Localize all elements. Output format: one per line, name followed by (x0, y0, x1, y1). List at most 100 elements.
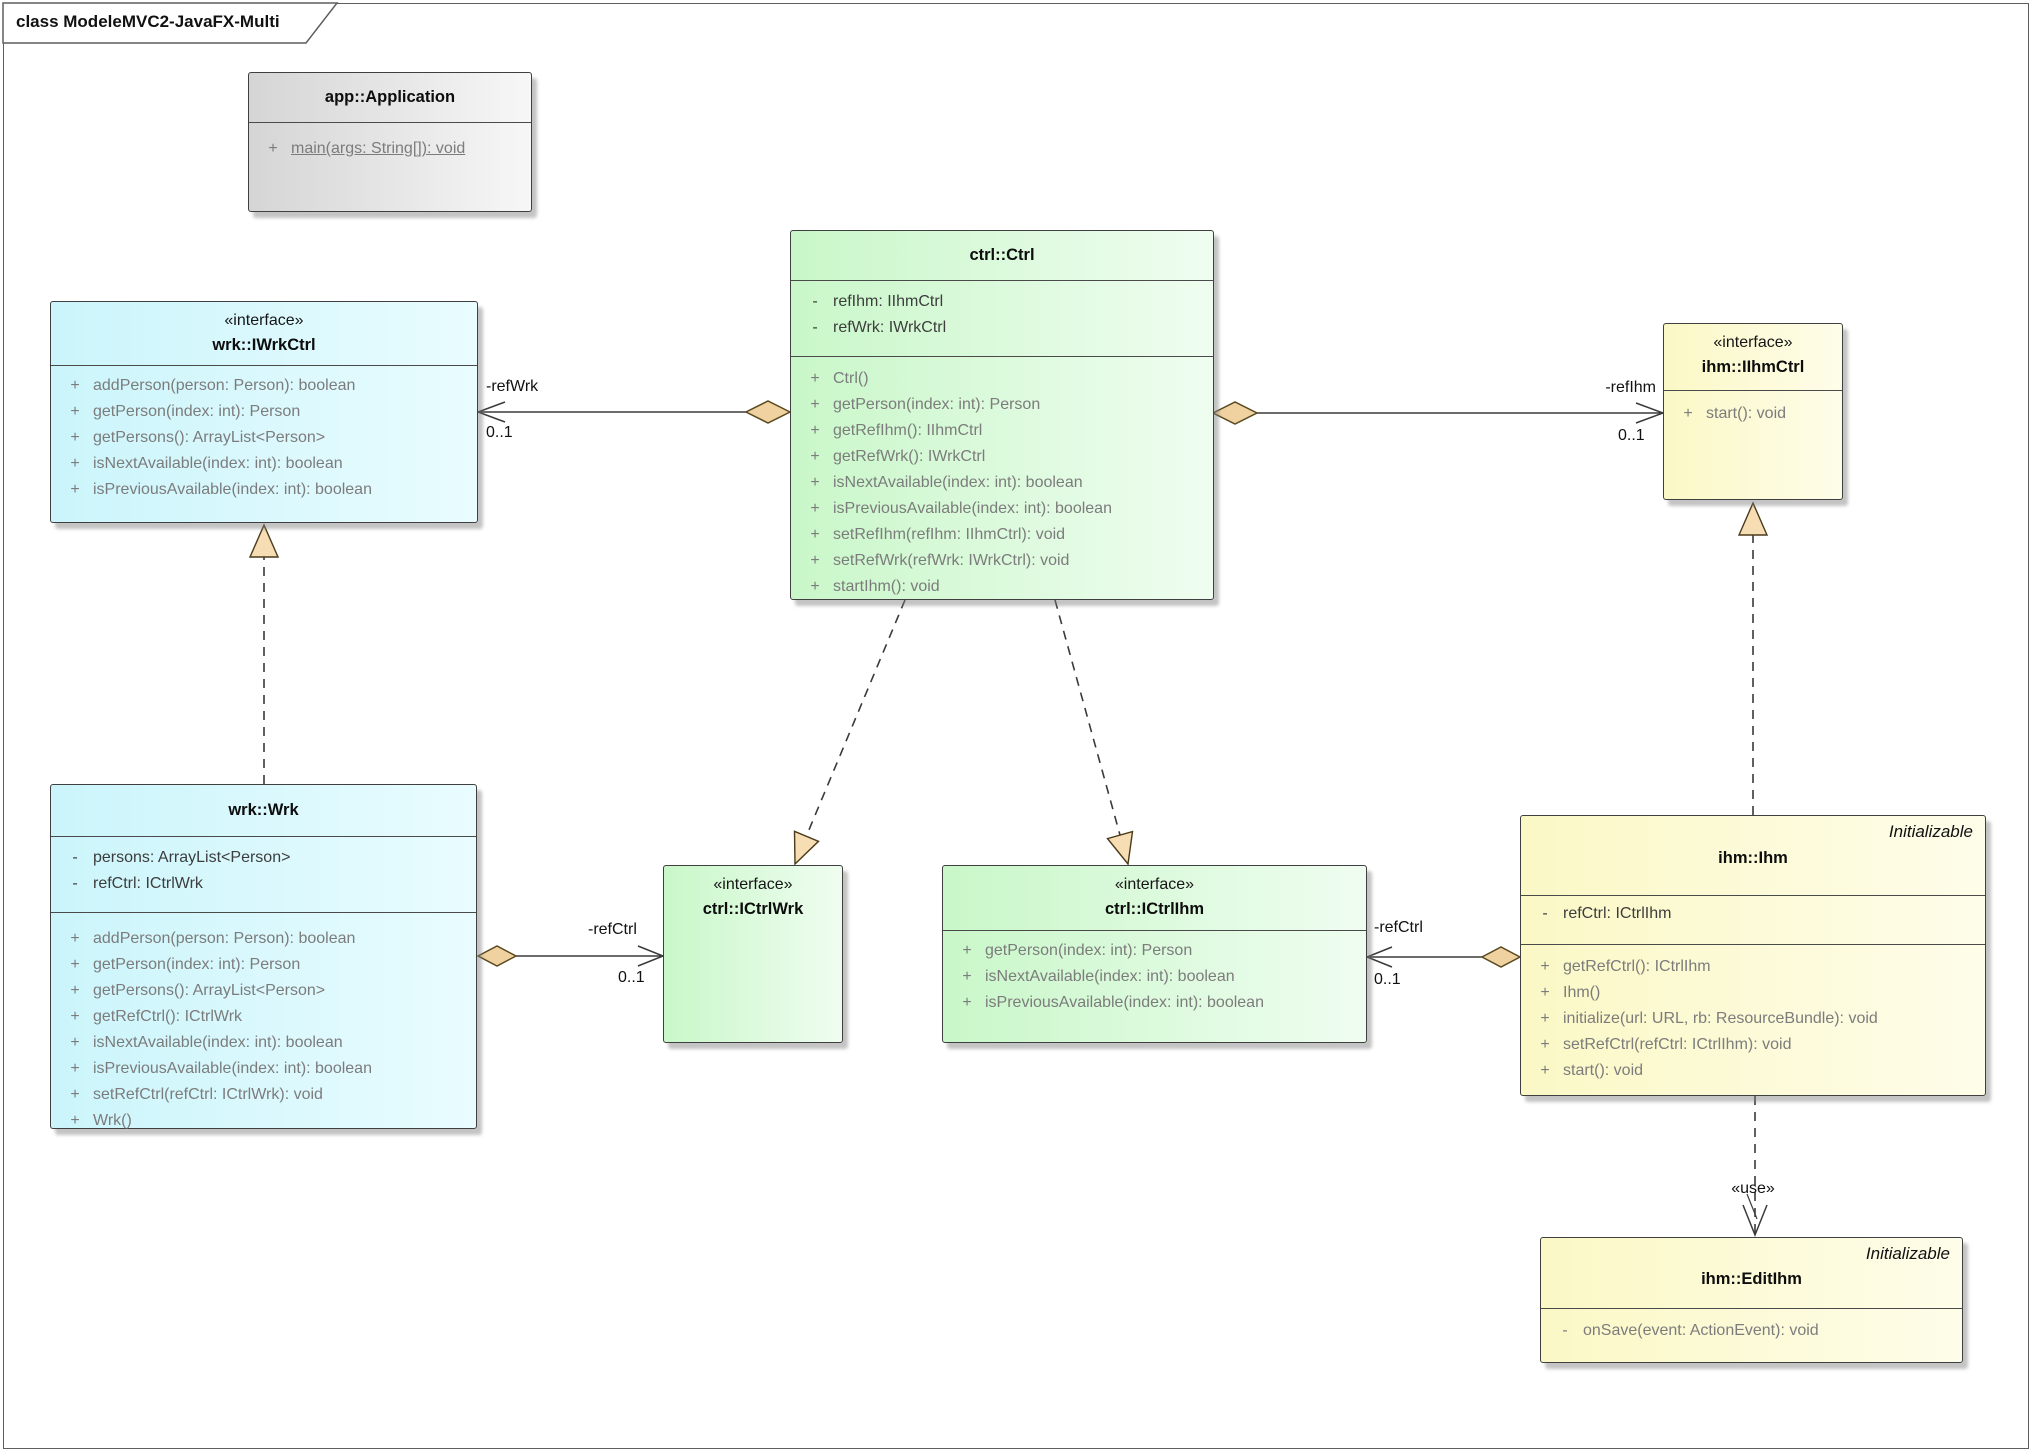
member-text: getPerson(index: int): Person (985, 942, 1193, 959)
member-row: +isNextAvailable(index: int): boolean (51, 451, 477, 477)
member-row: +addPerson(person: Person): boolean (51, 926, 476, 952)
member-row: -refCtrl: ICtrlWrk (51, 871, 476, 897)
member-text: Ihm() (1563, 984, 1601, 1001)
member-text: refIhm: IIhmCtrl (833, 293, 944, 310)
member-row: -onSave(event: ActionEvent): void (1541, 1318, 1962, 1344)
member-row: +isPreviousAvailable(index: int): boolea… (943, 990, 1366, 1016)
member-row: +getPersons(): ArrayList<Person> (51, 425, 477, 451)
visibility-symbol: + (962, 994, 972, 1011)
open-arrow-icon (475, 401, 506, 423)
aggregation-diamond-icon (1211, 401, 1259, 425)
class-box-ictrlwrk[interactable]: «interface» ctrl::ICtrlWrk (663, 865, 843, 1043)
class-box-wrk[interactable]: wrk::Wrk -persons: ArrayList<Person>-ref… (50, 784, 477, 1129)
member-row: +main(args: String[]): void (249, 136, 531, 162)
member-text: setRefCtrl(refCtrl: ICtrlIhm): void (1563, 1036, 1792, 1053)
edge-ihm-ictrlihm[interactable] (1364, 946, 1522, 968)
member-row: +getPerson(index: int): Person (51, 952, 476, 978)
visibility-symbol: + (1540, 1036, 1550, 1053)
visibility-symbol: + (810, 370, 820, 387)
edge-ihm-editihm-use[interactable] (1742, 1096, 1768, 1238)
member-text: refWrk: IWrkCtrl (833, 319, 947, 336)
member-row: +initialize(url: URL, rb: ResourceBundle… (1521, 1006, 1985, 1032)
role-label-refwrk: -refWrk (486, 378, 539, 395)
member-row: +getRefCtrl(): ICtrlIhm (1521, 954, 1985, 980)
member-row: +isPreviousAvailable(index: int): boolea… (51, 1056, 476, 1082)
visibility-symbol: + (810, 448, 820, 465)
member-text: isNextAvailable(index: int): boolean (833, 474, 1083, 491)
member-text: getRefWrk(): IWrkCtrl (833, 448, 986, 465)
edge-wrk-ictrlwrk[interactable] (476, 945, 666, 967)
multiplicity-label: 0..1 (1618, 427, 1645, 444)
multiplicity-label: 0..1 (486, 424, 513, 441)
member-text: persons: ArrayList<Person> (93, 849, 291, 866)
role-label-refctrl-ihm: -refCtrl (1374, 919, 1423, 936)
member-text: isNextAvailable(index: int): boolean (93, 1034, 343, 1051)
member-row: -refCtrl: ICtrlIhm (1521, 902, 1985, 926)
visibility-symbol: + (810, 396, 820, 413)
member-row: -refIhm: IIhmCtrl (791, 289, 1213, 315)
role-label-refctrl-wrk: -refCtrl (588, 921, 637, 938)
member-row: +isNextAvailable(index: int): boolean (943, 964, 1366, 990)
methods-compartment: +getRefCtrl(): ICtrlIhm+Ihm()+initialize… (1521, 954, 1985, 1084)
edge-ctrl-ictrlihm-realization[interactable] (1054, 599, 1134, 866)
member-row: +start(): void (1664, 401, 1842, 427)
member-row: +isPreviousAvailable(index: int): boolea… (51, 477, 477, 503)
stereotype-label: «interface» (224, 312, 304, 329)
visibility-symbol: + (70, 1112, 80, 1129)
class-name: wrk::Wrk (228, 801, 299, 819)
member-text: startIhm(): void (833, 578, 940, 595)
member-row: +addPerson(person: Person): boolean (51, 373, 477, 399)
member-text: isPreviousAvailable(index: int): boolean (833, 500, 1112, 517)
edge-ctrl-iwrkctrl[interactable] (475, 400, 792, 424)
member-row: +getPerson(index: int): Person (791, 392, 1213, 418)
visibility-symbol: + (70, 1008, 80, 1025)
frame-tab-shape (2, 2, 339, 44)
stereotype-label: «interface» (713, 876, 793, 893)
member-row: + getRefWrk(): IWrkCtrl (791, 444, 1213, 470)
class-name: ihm::Ihm (1718, 849, 1788, 867)
member-text: isPreviousAvailable(index: int): boolean (93, 481, 372, 498)
methods-compartment: +main(args: String[]): void (249, 136, 531, 162)
member-text: addPerson(person: Person): boolean (93, 377, 356, 394)
aggregation-diamond-icon (744, 400, 792, 424)
edge-ctrl-iihmctrl[interactable] (1211, 401, 1666, 425)
member-text: getPersons(): ArrayList<Person> (93, 429, 326, 446)
member-text: isNextAvailable(index: int): boolean (985, 968, 1235, 985)
diagram-title: class ModeleMVC2-JavaFX-Multi (16, 12, 280, 31)
class-box-ihm[interactable]: Initializable ihm::Ihm -refCtrl: ICtrlIh… (1520, 815, 1986, 1096)
class-box-ictrlihm[interactable]: «interface» ctrl::ICtrlIhm +getPerson(in… (942, 865, 1367, 1043)
member-text: getRefCtrl(): ICtrlWrk (93, 1008, 243, 1025)
member-row: -refWrk: IWrkCtrl (791, 315, 1213, 341)
visibility-symbol: + (1540, 1062, 1550, 1079)
class-box-iwrkctrl[interactable]: «interface» wrk::IWrkCtrl +addPerson(per… (50, 301, 478, 523)
class-box-ctrl[interactable]: ctrl::Ctrl -refIhm: IIhmCtrl-refWrk: IWr… (790, 230, 1214, 600)
member-row: + getRefCtrl(): ICtrlWrk (51, 1004, 476, 1030)
edge-ctrl-ictrlwrk-realization[interactable] (793, 599, 906, 866)
visibility-symbol: + (810, 500, 820, 517)
visibility-symbol: + (70, 1060, 80, 1077)
visibility-symbol: + (70, 1086, 80, 1103)
class-box-editihm[interactable]: Initializable ihm::EditIhm -onSave(event… (1540, 1237, 1963, 1363)
visibility-symbol: + (810, 526, 820, 543)
class-box-application[interactable]: app::Application +main(args: String[]): … (248, 72, 532, 212)
member-row: +Ihm() (1521, 980, 1985, 1006)
visibility-symbol: - (72, 849, 78, 866)
realization-triangle-icon (793, 830, 820, 866)
realization-triangle-icon (248, 523, 280, 558)
visibility-symbol: + (1683, 405, 1693, 422)
methods-compartment: +Ctrl()+getPerson(index: int): Person+ge… (791, 366, 1213, 600)
edge-wrk-iwrkctrl-realization[interactable] (248, 523, 280, 784)
aggregation-diamond-icon (1480, 946, 1522, 968)
edge-ihm-iihmctrl-realization[interactable] (1737, 501, 1769, 815)
use-stereotype-label: «use» (1731, 1180, 1775, 1197)
class-name: ctrl::Ctrl (969, 246, 1035, 264)
class-box-iihmctrl[interactable]: «interface» ihm::IIhmCtrl +start(): void (1663, 323, 1843, 500)
member-text: start(): void (1563, 1062, 1644, 1079)
visibility-symbol: + (70, 403, 80, 420)
member-text: getPerson(index: int): Person (93, 956, 301, 973)
multiplicity-label: 0..1 (1374, 971, 1401, 988)
visibility-symbol: + (70, 982, 80, 999)
visibility-symbol: + (810, 474, 820, 491)
class-name: ihm::EditIhm (1701, 1270, 1802, 1288)
